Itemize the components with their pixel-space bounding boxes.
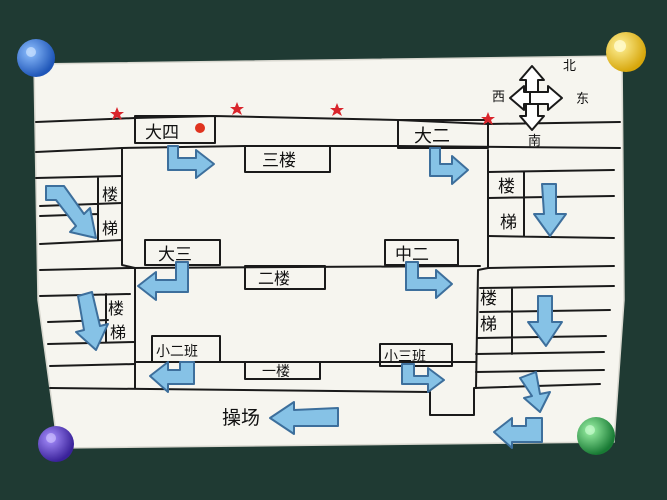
arrow-right-exit-down — [519, 371, 551, 413]
classroom-box-xiao-san-ban — [379, 343, 453, 367]
building-outline-right — [475, 149, 489, 389]
compass-south-label: 南 — [528, 133, 541, 149]
arrow-da-si-east — [167, 145, 215, 179]
exit-star-3 — [330, 103, 344, 116]
exit-star-4 — [481, 112, 495, 125]
classroom-label-xiao-san-ban: 小三班 — [384, 349, 426, 365]
compass-north-label: 北 — [563, 59, 576, 74]
floor-label-first: 一楼 — [262, 364, 290, 380]
left-stair-label-lou-top: 楼 — [102, 185, 118, 204]
arrow-da-san-west — [137, 261, 189, 301]
floor-box-third — [244, 145, 331, 173]
classroom-box-da-er — [397, 119, 489, 149]
push-pin-purple-icon — [38, 426, 74, 462]
compass-rose-icon — [509, 65, 563, 131]
compass-east-label: 东 — [576, 92, 589, 107]
right-stair-label-lou-bottom: 楼 — [480, 289, 497, 309]
exit-star-2 — [230, 102, 244, 115]
left-stair-label-ti-top: 梯 — [102, 219, 118, 238]
arrow-right-stair-top — [533, 183, 567, 237]
arrow-xiao-san-ban-east — [401, 363, 445, 393]
arrow-left-stair-top — [45, 185, 97, 239]
red-dot-marker — [195, 123, 205, 133]
arrow-da-er-east — [429, 147, 469, 185]
arrow-xiao-er-ban-west — [149, 361, 195, 393]
floor-box-first — [244, 361, 321, 380]
building-outline-left — [121, 147, 136, 389]
top-corridor-line — [35, 115, 621, 125]
arrow-zhong-er-east — [405, 261, 453, 299]
classroom-label-zhong-er: 中二 — [395, 245, 429, 265]
classroom-label-da-er: 大二 — [414, 126, 450, 147]
push-pin-green-icon — [577, 417, 615, 455]
playground-label: 操场 — [222, 407, 260, 429]
classroom-box-zhong-er — [384, 239, 459, 266]
floor-label-second: 二楼 — [258, 269, 290, 288]
right-stair-label-ti-top: 梯 — [500, 213, 517, 233]
floor-box-second — [244, 265, 326, 290]
classroom-label-da-san: 大三 — [158, 245, 192, 265]
arrow-to-playground — [269, 401, 339, 435]
arrow-right-stair-bottom — [527, 295, 563, 347]
ground-line — [49, 383, 601, 416]
compass-west-label: 西 — [492, 90, 505, 105]
push-pin-blue-icon — [17, 39, 55, 77]
left-stair-label-lou-bottom: 楼 — [108, 299, 124, 318]
classroom-label-da-si: 大四 — [145, 123, 179, 143]
exit-star-1 — [110, 107, 124, 120]
push-pin-yellow-icon — [606, 32, 646, 72]
classroom-label-xiao-er-ban: 小二班 — [156, 344, 198, 360]
floor-label-third: 三楼 — [262, 151, 296, 171]
right-stair-label-ti-bottom: 梯 — [480, 315, 497, 335]
arrow-right-exit-west — [493, 417, 543, 449]
arrow-left-stair-bottom — [75, 291, 109, 351]
classroom-box-da-si — [134, 115, 216, 144]
right-stair-label-lou-top: 楼 — [498, 177, 515, 197]
left-stair-label-ti-bottom: 梯 — [110, 323, 126, 342]
